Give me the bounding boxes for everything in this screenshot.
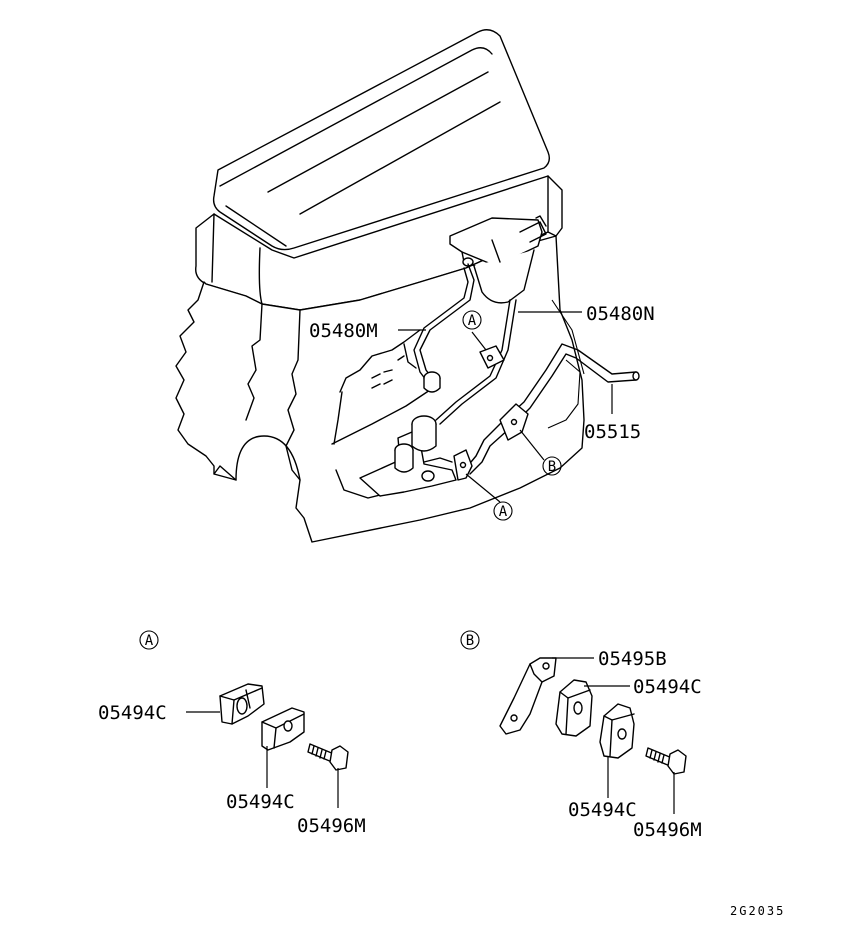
detail-A-label-clip-right: 05494C (226, 791, 295, 813)
fuel-pipe-05480N (435, 299, 517, 425)
svg-text:A: A (499, 504, 508, 520)
engine-assembly (175, 29, 640, 543)
detail-B: B 0 (460, 630, 702, 841)
detail-A-label-bolt: 05496M (297, 815, 366, 837)
ref-callout-B-main: B (542, 456, 562, 476)
fuel-pipe-05480M (413, 263, 475, 393)
svg-text:B: B (548, 459, 556, 475)
ref-callout-A-top: A (462, 310, 482, 330)
part-label-05480N: 05480N (586, 303, 655, 325)
detail-B-callout: B (460, 630, 480, 650)
svg-text:A: A (468, 313, 477, 329)
detail-B-bolt (645, 747, 687, 775)
detail-A-callout: A (139, 630, 159, 650)
detail-B-label-clip-lower: 05494C (568, 799, 637, 821)
cylinder-block (175, 235, 585, 543)
ref-callout-A-bottom: A (493, 501, 513, 521)
rocker-cover (212, 29, 551, 251)
detail-A-label-clip-left: 05494C (98, 702, 167, 724)
svg-text:A: A (145, 633, 154, 649)
svg-text:B: B (466, 633, 474, 649)
detail-B-label-clip-upper: 05494C (633, 676, 702, 698)
detail-B-bracket (499, 657, 557, 735)
part-label-05480M: 05480M (309, 320, 378, 342)
detail-B-clip-upper (555, 679, 593, 737)
main-leaders (398, 311, 613, 503)
part-label-05515: 05515 (584, 421, 641, 443)
detail-A: A 05494C 05494C 05496M (98, 630, 366, 837)
detail-B-label-bolt: 05496M (633, 819, 702, 841)
detail-A-clip-right (261, 707, 305, 751)
injection-pump (359, 415, 457, 497)
fuel-filter (449, 215, 547, 304)
figure-code: 2G2035 (730, 904, 785, 918)
detail-A-bolt (307, 743, 349, 771)
detail-A-clip-left (219, 683, 265, 725)
detail-B-clip-lower (599, 703, 635, 759)
detail-B-label-bracket: 05495B (598, 648, 667, 670)
